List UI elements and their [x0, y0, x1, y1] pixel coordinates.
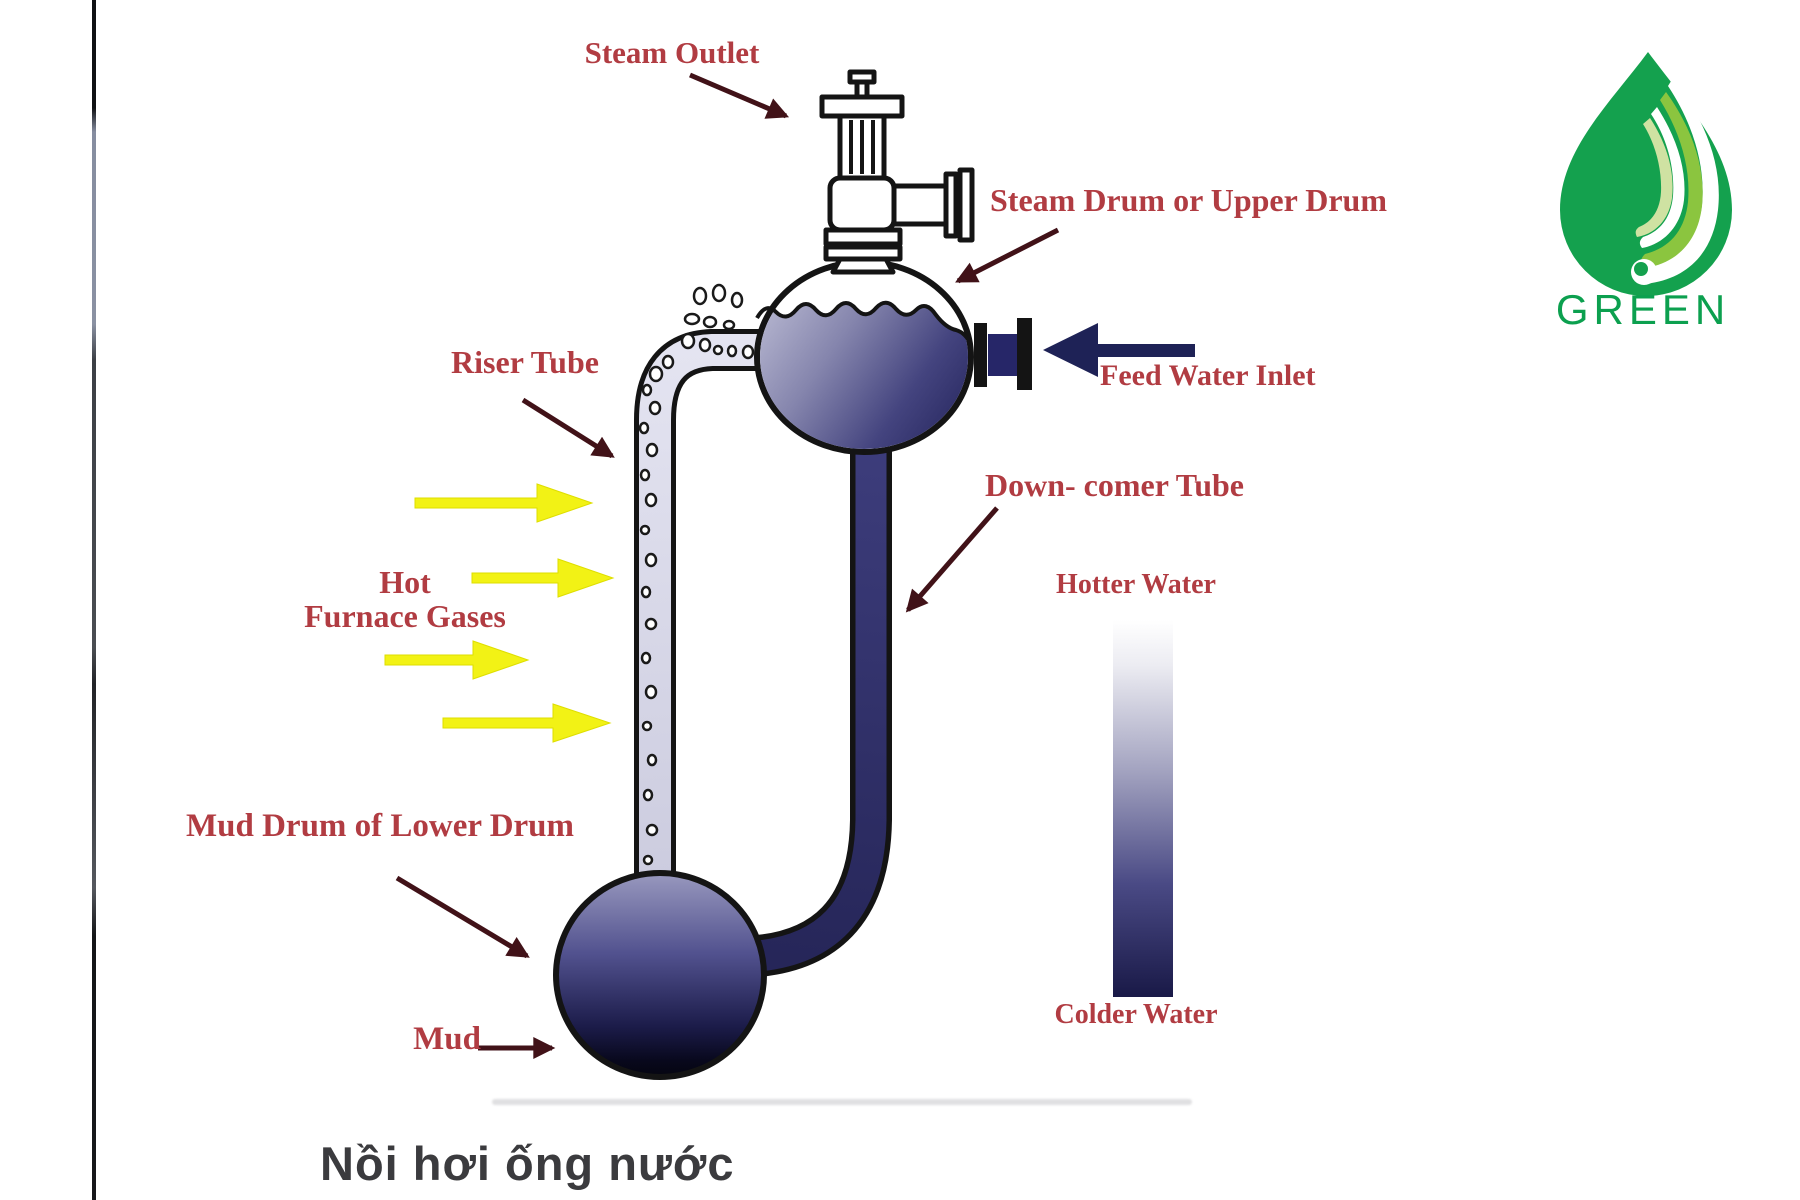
feed-water-inlet-nozzle [974, 318, 1032, 390]
label-hot-furnace-gases-line1: Hot [379, 564, 431, 600]
label-steam-drum: Steam Drum or Upper Drum [990, 182, 1387, 218]
riser-tube-shape [634, 329, 762, 888]
feed-water-arrow [1043, 323, 1195, 377]
label-mud-drum: Mud Drum of Lower Drum [186, 808, 575, 844]
steam-outlet-arrow [689, 72, 790, 119]
hot-gas-arrow [384, 640, 530, 680]
downcomer-arrow [905, 506, 999, 613]
mud-drum-shape [553, 870, 767, 1080]
label-hot-furnace-gases: Hot Furnace Gases [304, 564, 506, 634]
label-colder-water: Colder Water [1054, 999, 1218, 1030]
logo-wordmark: GREEN [1555, 286, 1731, 333]
water-temperature-gradient-bar [1113, 620, 1173, 997]
riser-tube-arrow [521, 397, 615, 459]
steam-drum-arrow [955, 227, 1060, 284]
green-logo [1560, 52, 1732, 296]
hot-gas-arrow [442, 703, 612, 743]
steam-bubbles [638, 283, 755, 866]
page-edge-line [92, 0, 96, 1200]
downcomer-tube-shape [739, 440, 892, 978]
hot-gas-arrow [471, 558, 615, 598]
hot-gas-arrows [384, 483, 615, 743]
steam-drum-shape [754, 259, 974, 455]
label-riser-tube: Riser Tube [451, 344, 599, 380]
label-hot-furnace-gases-line2: Furnace Gases [304, 597, 506, 634]
annotation-arrows [395, 72, 1060, 1059]
steam-outlet-valve [819, 69, 975, 275]
mud-drum-arrow [395, 875, 530, 959]
label-downcomer-tube: Down- comer Tube [985, 467, 1244, 503]
scan-artifact-line [492, 1099, 1192, 1105]
label-feed-water-inlet: Feed Water Inlet [1100, 359, 1316, 392]
label-mud: Mud [413, 1021, 481, 1057]
page-title: Nồi hơi ống nước [320, 1137, 735, 1190]
label-hotter-water: Hotter Water [1056, 569, 1216, 600]
hot-gas-arrow [414, 483, 594, 523]
label-steam-outlet: Steam Outlet [584, 35, 760, 70]
